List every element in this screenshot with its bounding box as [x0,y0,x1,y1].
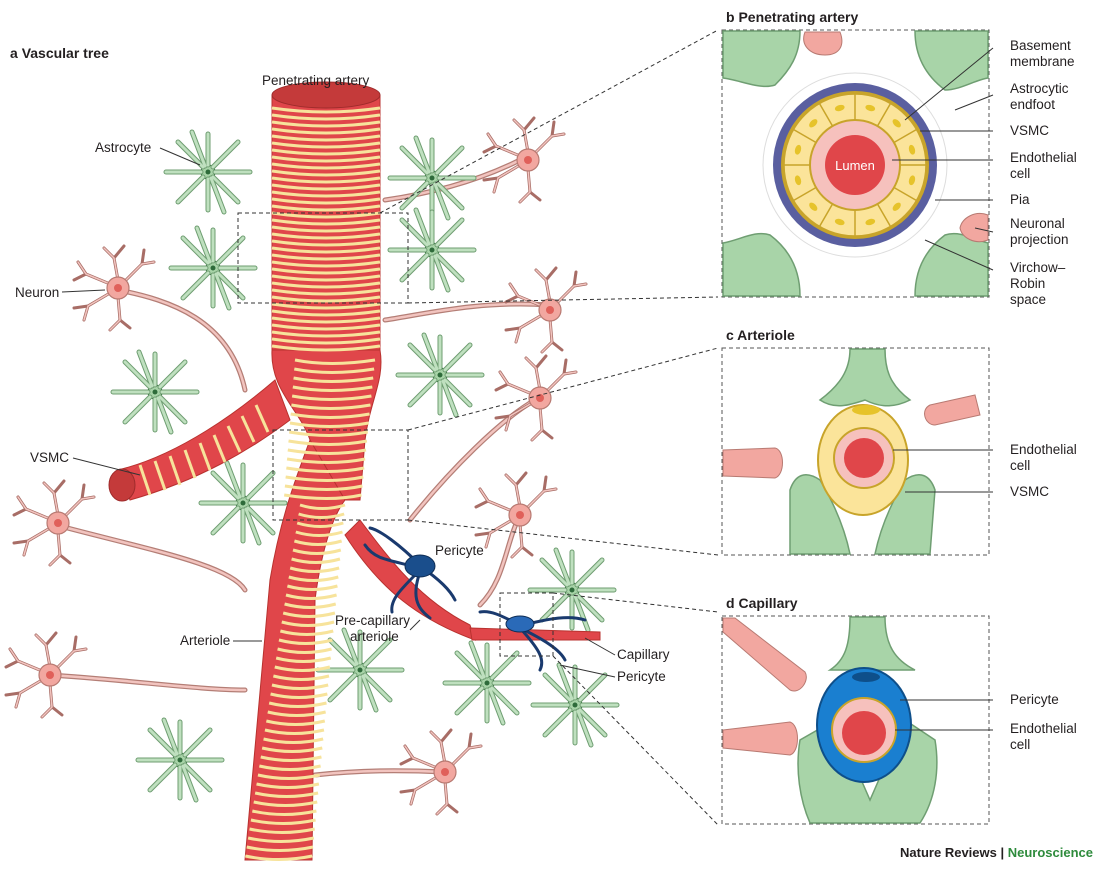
label-c-endo-1: Endothelial [1010,442,1077,457]
neuron-1 [484,118,564,202]
label-precapillary-2: arteriole [350,629,399,644]
astrocyte-7 [201,463,285,543]
label-basement-2: membrane [1010,54,1075,69]
astrocyte-6 [398,335,482,415]
neuron-6 [476,473,556,557]
label-capillary: Capillary [617,647,670,662]
vsmc-nucleus-c [852,405,880,415]
astrocyte-3 [171,228,255,308]
panel-c-title: c Arteriole [726,327,795,343]
neuron-4 [496,356,576,440]
label-d-endo-2: cell [1010,737,1030,752]
neuron-3 [506,268,586,352]
astrocyte-9 [445,643,529,723]
journal-credit: Nature Reviews | Neuroscience [900,845,1093,860]
pericyte-bottom [480,612,585,670]
neuron-5 [14,481,94,565]
label-astrocyte: Astrocyte [95,140,151,155]
astrocyte-1 [166,132,250,212]
label-b-endo-1: Endothelial [1010,150,1077,165]
label-c-endo-2: cell [1010,458,1030,473]
label-astro-1: Astrocytic [1010,81,1069,96]
lumen-c [844,438,884,478]
label-vsmc: VSMC [30,450,69,465]
label-c-vsmc: VSMC [1010,484,1049,499]
neuron-2 [74,246,154,330]
astrocyte-2 [390,138,474,218]
lumen-d [842,711,886,755]
panel-c-arteriole: c Arteriole Endothelial cell VSMC [722,327,1077,555]
leader-precapillary [410,620,420,630]
label-vr-2: Robin [1010,276,1045,291]
label-b-vsmc: VSMC [1010,123,1049,138]
panel-a-title: a Vascular tree [10,45,109,61]
label-d-pericyte: Pericyte [1010,692,1059,707]
label-pericyte-top: Pericyte [435,543,484,558]
panel-a-vascular-tree: a Vascular tree [6,30,718,860]
panel-d-title: d Capillary [726,595,798,611]
label-vr-3: space [1010,292,1046,307]
label-precapillary-1: Pre-capillary [335,613,410,628]
panel-d-capillary: d Capillary Pericyte Endothelial cell [722,595,1077,824]
label-penetrating-artery: Penetrating artery [262,73,370,88]
panel-b-title: b Penetrating artery [726,9,858,25]
label-pericyte-bottom: Pericyte [617,669,666,684]
label-neuronal-2: projection [1010,232,1069,247]
astrocyte-10 [533,665,617,745]
labels-b: Basement membrane Astrocytic endfoot VSM… [1010,38,1077,307]
penetrating-artery [245,82,381,860]
label-astro-2: endfoot [1010,97,1055,112]
label-lumen: Lumen [835,158,875,173]
label-vr-1: Virchow– [1010,260,1066,275]
leader-neuron [62,290,105,292]
label-neuron: Neuron [15,285,59,300]
panel-b-penetrating-artery: b Penetrating artery Lumen [722,9,1077,307]
pericyte-nucleus-d [852,672,880,682]
label-b-endo-2: cell [1010,166,1030,181]
label-arteriole: Arteriole [180,633,230,648]
label-neuronal-1: Neuronal [1010,216,1065,231]
label-basement-1: Basement [1010,38,1071,53]
astrocyte-4 [390,210,474,290]
astrocyte-5 [113,352,197,432]
astrocyte-12 [138,720,222,800]
label-d-endo-1: Endothelial [1010,721,1077,736]
label-pia: Pia [1010,192,1030,207]
leader-capillary [585,638,615,655]
